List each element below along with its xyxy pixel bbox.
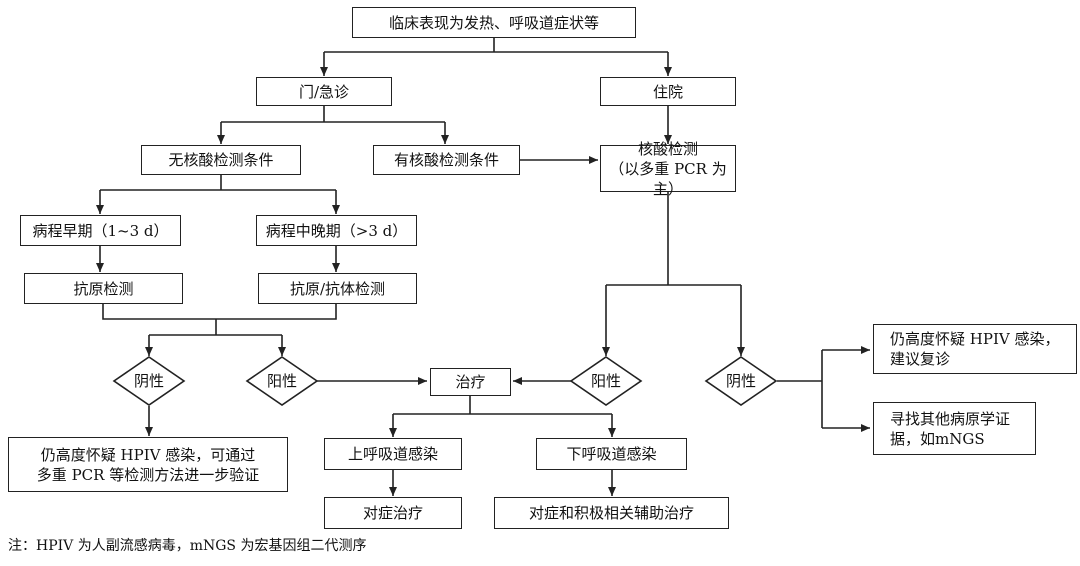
treatment-box: 治疗 [430,368,511,396]
verify-line-1: 仍高度怀疑 HPIV 感染，可通过 [40,445,256,464]
other-pathogen-line-2: 据，如mNGS [890,429,985,448]
antigen-test-box: 抗原检测 [24,273,183,304]
upper-respiratory-infection-box: 上呼吸道感染 [324,438,462,470]
decision-positive-left-label: 阳性 [266,372,297,390]
decision-negative-right [704,356,778,406]
revisit-line-2: 建议复诊 [890,350,951,368]
nucleic-test-line-1: 核酸检测 [637,139,698,158]
inpatient-box: 住院 [600,77,736,106]
clinical-presentation-box: 临床表现为发热、呼吸道症状等 [352,7,636,38]
other-pathogen-line-1: 寻找其他病原学证 [890,409,1011,428]
decision-negative-left-label: 阴性 [133,372,164,390]
lower-respiratory-infection-box: 下呼吸道感染 [536,438,687,470]
verify-further-box: 仍高度怀疑 HPIV 感染，可通过 多重 PCR 等检测方法进一步验证 [8,437,288,492]
revisit-advice-box: 仍高度怀疑 HPIV 感染， 建议复诊 [873,324,1077,374]
decision-positive-right [569,356,643,406]
decision-positive-left [245,356,319,406]
verify-line-2: 多重 PCR 等检测方法进一步验证 [36,465,260,484]
outpatient-box: 门/急诊 [256,77,392,106]
revisit-line-1: 仍高度怀疑 HPIV 感染， [890,330,1060,348]
decision-negative-right-label: 阴性 [725,372,756,390]
other-pathogen-box: 寻找其他病原学证 据，如mNGS [873,402,1036,455]
connector-line [102,304,337,320]
has-nucleic-test-box: 有核酸检测条件 [373,145,520,175]
antigen-antibody-test-box: 抗原/抗体检测 [258,273,417,304]
symptomatic-treatment-box: 对症治疗 [324,497,462,529]
nucleic-test-line-2: （以多重 PCR 为主） [609,159,727,198]
decision-positive-right-label: 阳性 [590,372,621,390]
symptomatic-support-treatment-box: 对症和积极相关辅助治疗 [494,497,729,529]
mid-late-stage-box: 病程中晚期（>3 d） [256,215,417,246]
nucleic-test-box: 核酸检测 （以多重 PCR 为主） [600,140,736,198]
footnote: 注：HPIV 为人副流感病毒，mNGS 为宏基因组二代测序 [8,538,367,554]
early-stage-box: 病程早期（1~3 d） [20,215,181,246]
no-nucleic-test-box: 无核酸检测条件 [141,145,301,175]
decision-negative-left [112,356,186,406]
